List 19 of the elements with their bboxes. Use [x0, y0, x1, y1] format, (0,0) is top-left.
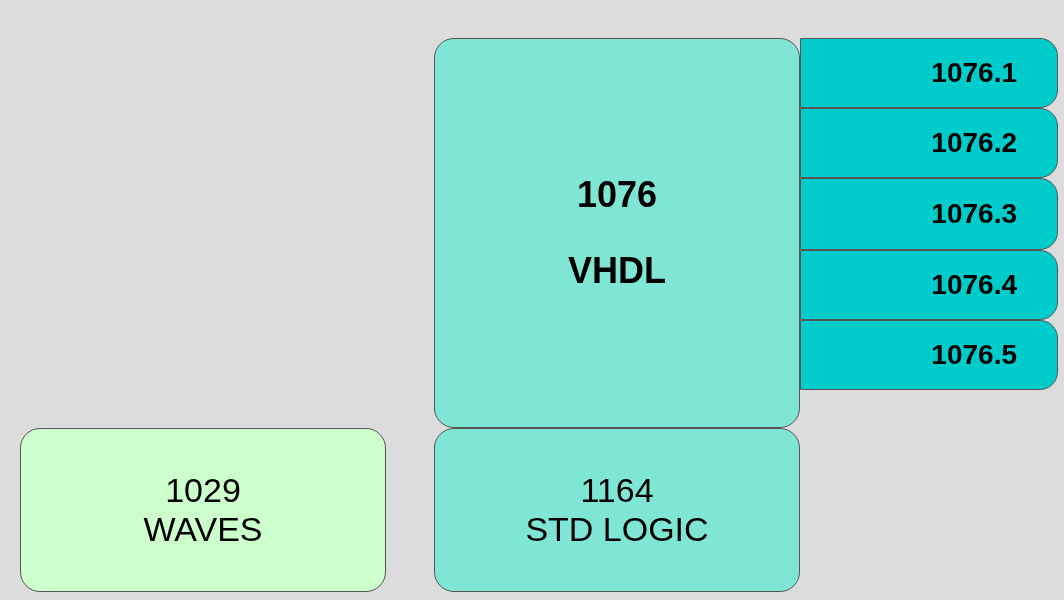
tab [800, 38, 1058, 108]
box-label: WAVES [143, 510, 263, 549]
box-label: 1076.5 [931, 339, 1017, 371]
tab [800, 178, 1058, 250]
box-label: 1029 [165, 471, 241, 510]
box-label: 1076 [576, 174, 658, 216]
tab [800, 108, 1058, 178]
box-label: 1076.3 [931, 198, 1017, 230]
standard-box [434, 428, 800, 592]
box-label: STD LOGIC [525, 510, 709, 549]
box-label: 1076.1 [931, 57, 1017, 89]
tab [800, 250, 1058, 320]
tab [800, 320, 1058, 390]
standard-box [434, 38, 800, 428]
standard-box [20, 428, 386, 592]
box-label: VHDL [568, 250, 666, 292]
box-label: 1076.2 [931, 127, 1017, 159]
box-label: 1076.4 [931, 269, 1017, 301]
box-label: 1164 [580, 471, 654, 510]
